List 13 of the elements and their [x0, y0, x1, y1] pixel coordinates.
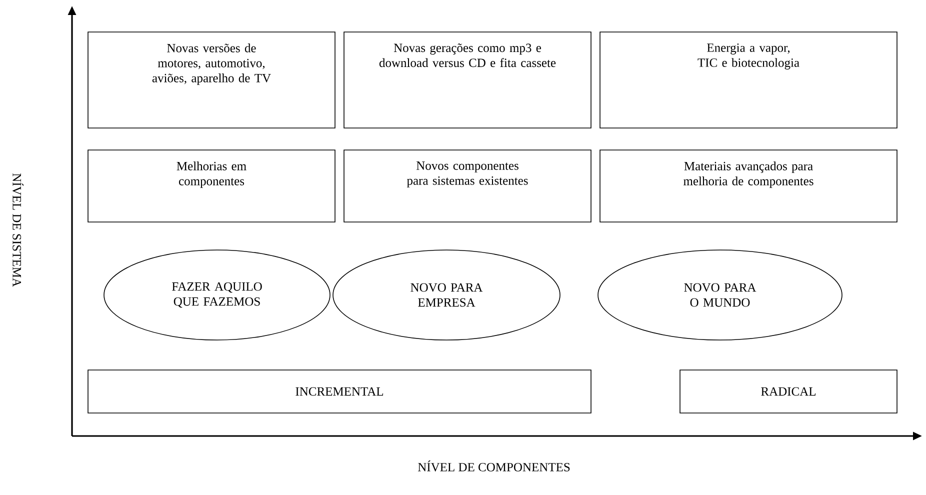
- text-box: Novas gerações como mp3 e download versus CD e fita cassete: [344, 32, 592, 128]
- text-box: Melhorias em componentes: [88, 150, 336, 222]
- text-box: RADICAL: [680, 370, 898, 414]
- axis-title: NÍVEL DE COMPONENTES: [418, 460, 570, 472]
- text-box: Novas versões de motores, automotivo, aviões, aparelho de TV: [88, 32, 336, 128]
- text-box: Novos componentes para sistemas existentes: [344, 150, 592, 222]
- text-box: INCREMENTAL: [88, 370, 592, 414]
- ellipse-node: NOVO PARA O MUNDO: [598, 250, 842, 340]
- ellipse-node: NOVO PARA EMPRESA: [332, 250, 560, 340]
- text-box: Energia a vapor, TIC e biotecnologia: [600, 32, 898, 128]
- axis-title: NÍVEL DE SISTEMA: [12, 173, 24, 287]
- text-box: Materiais avançados para melhoria de componentes: [600, 150, 898, 222]
- ellipse-node: FAZER AQUILO QUE FAZEMOS: [104, 250, 330, 340]
